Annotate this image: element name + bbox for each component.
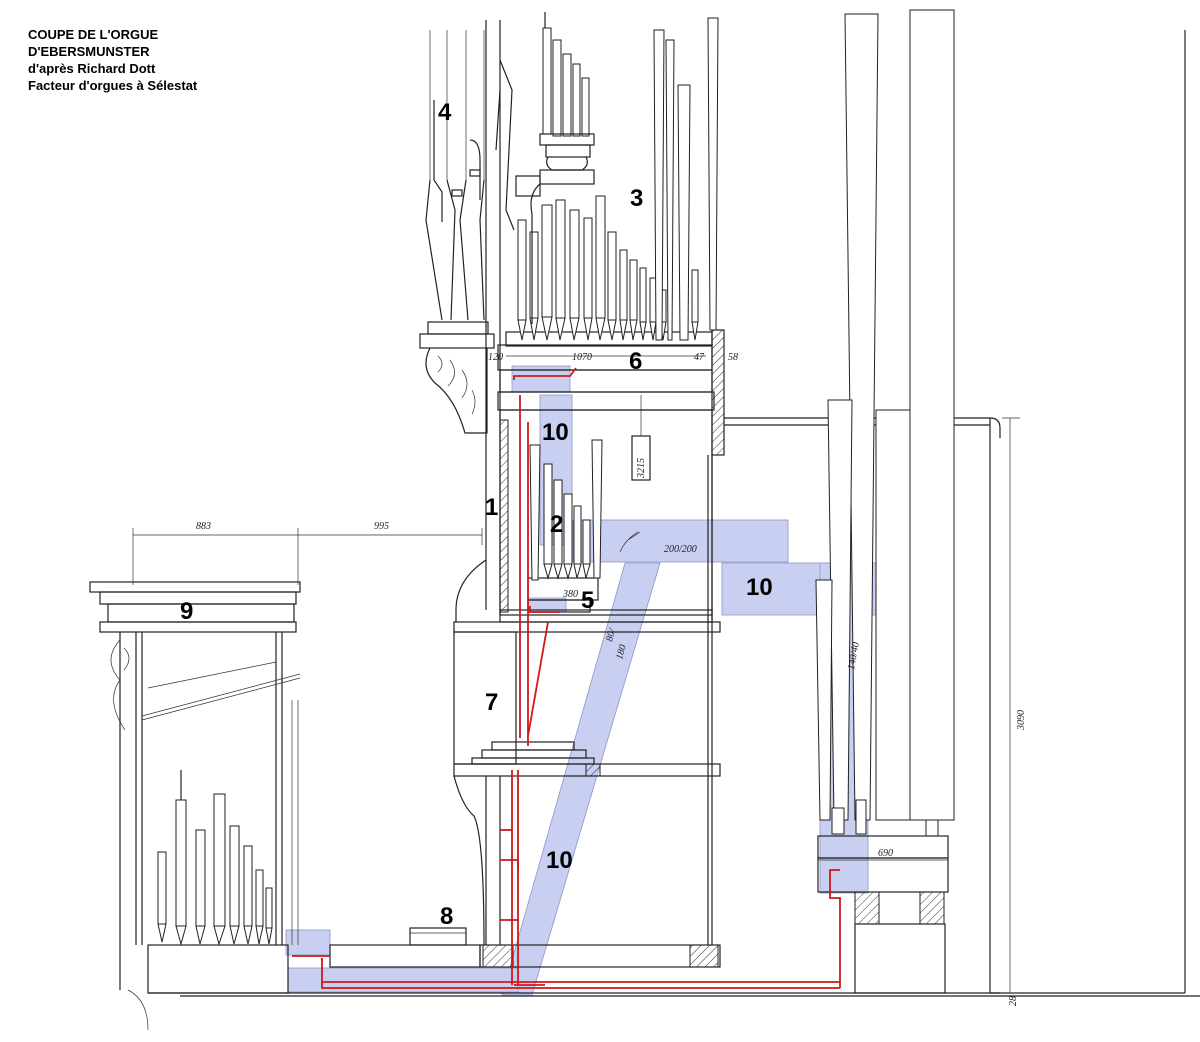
label-10-bottom: 10: [546, 847, 573, 874]
label-7: 7: [485, 689, 498, 716]
dim-200-200: 200/200: [664, 544, 697, 555]
label-10-top: 10: [542, 419, 569, 446]
title-line-1: COUPE DE L'ORGUE: [28, 27, 159, 42]
title-line-4: Facteur d'orgues à Sélestat: [28, 78, 198, 93]
dimension-lines: [132, 355, 1020, 994]
dim-883: 883: [196, 521, 211, 532]
dimension-labels: 883 995 1070 120 47 58 3215 200/200 380 …: [196, 352, 1027, 1006]
label-3: 3: [630, 185, 643, 212]
dim-1070: 1070: [572, 352, 592, 363]
dim-3215: 3215: [636, 458, 647, 479]
dim-80: 80/: [604, 626, 618, 642]
label-4: 4: [438, 99, 452, 126]
wind-ducts: [285, 365, 877, 996]
dim-140-40: 140/40: [846, 641, 862, 670]
dim-180: 180: [614, 643, 629, 660]
duct-box-left: [285, 929, 331, 956]
label-1: 1: [485, 494, 498, 521]
dim-690: 690: [878, 848, 893, 859]
dim-380: 380: [562, 589, 578, 600]
dim-3090: 3090: [1016, 710, 1027, 731]
label-2: 2: [550, 511, 563, 538]
label-5: 5: [581, 587, 594, 614]
tower-pipes: [419, 30, 541, 434]
grand-orgue-pipes: [505, 12, 719, 347]
positif-pipes: [157, 770, 273, 946]
label-9: 9: [180, 598, 193, 625]
title-line-2: D'EBERSMUNSTER: [28, 44, 150, 59]
label-10-right: 10: [746, 574, 773, 601]
label-6: 6: [629, 348, 642, 375]
title-line-3: d'après Richard Dott: [28, 61, 156, 76]
recit-pipes: [529, 439, 603, 581]
positif-case: [89, 581, 301, 1031]
label-8: 8: [440, 903, 453, 930]
windline: [292, 367, 841, 989]
duct-horizontal-upper: [572, 519, 789, 563]
callout-numbers: 1 2 3 4 5 6 7 8 9 10 10 10: [180, 99, 773, 930]
duct-diagonal: [501, 562, 661, 996]
dim-47: 47: [694, 352, 705, 363]
dim-995: 995: [374, 521, 389, 532]
dim-120: 120: [488, 352, 503, 363]
title-block: COUPE DE L'ORGUE D'EBERSMUNSTER d'après …: [28, 26, 197, 94]
pedal-pipes: [815, 9, 1186, 994]
dim-58: 58: [728, 352, 738, 363]
dim-28: 28: [1008, 996, 1019, 1006]
